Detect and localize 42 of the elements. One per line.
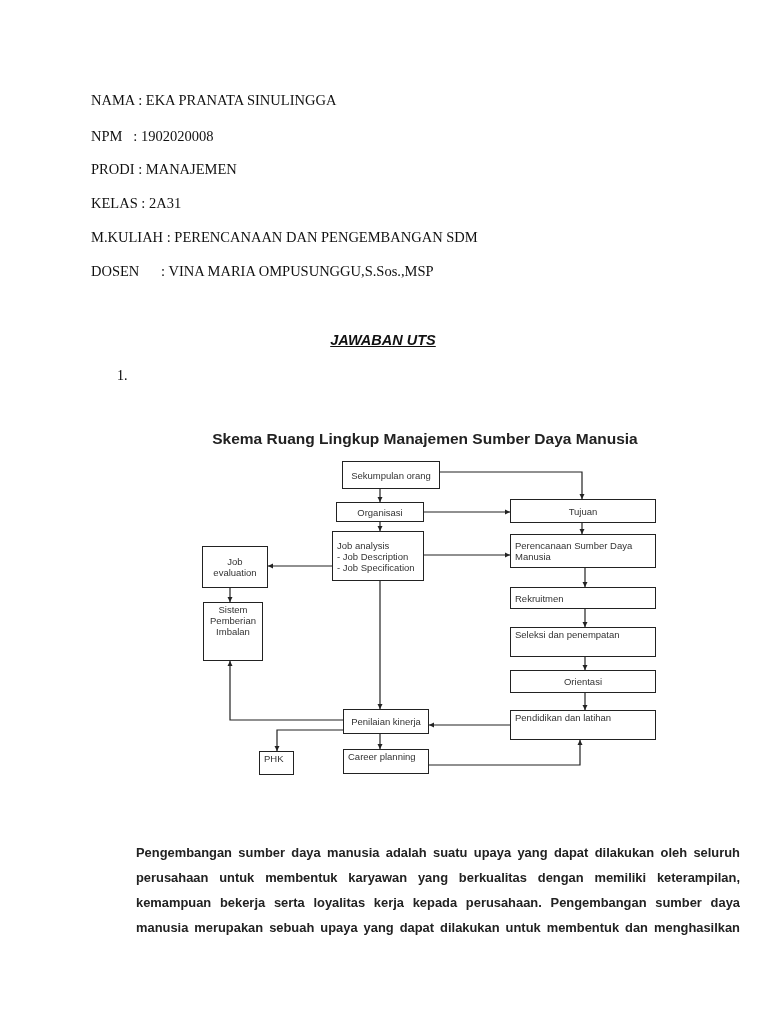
arrow: [428, 722, 511, 728]
arrow: [274, 729, 344, 752]
diagram-title: Skema Ruang Lingkup Manajemen Sumber Daya Manusia: [211, 430, 639, 448]
arrow: [579, 522, 585, 535]
list-number: 1.: [117, 368, 128, 384]
process-box: Job analysis - Job Description - Job Specification: [332, 531, 424, 581]
arrow: [377, 733, 383, 750]
arrow: [377, 580, 383, 710]
process-box: Tujuan: [510, 499, 656, 523]
header-line: KELAS : 2A31: [91, 195, 182, 212]
arrow: [423, 509, 511, 515]
header-line: M.KULIAH : PERENCANAAN DAN PENGEMBANGAN SDM: [91, 229, 478, 246]
header-line: NPM : 1902020008: [91, 128, 214, 145]
process-box: Job evaluation: [202, 546, 268, 588]
arrow: [227, 660, 344, 721]
process-box: Orientasi: [510, 670, 656, 693]
heading: JAWABAN UTS: [329, 332, 437, 348]
process-box: Rekruitmen: [510, 587, 656, 609]
process-box: Penilaian kinerja: [343, 709, 429, 734]
header-line: PRODI : MANAJEMEN: [91, 161, 237, 178]
process-box: Seleksi dan penempatan: [510, 627, 656, 657]
process-box: Sekumpulan orang: [342, 461, 440, 489]
arrow: [423, 552, 511, 558]
paragraph: Pengembangan sumber daya manusia adalah suatu upaya yang dapat dilakukan oleh seluruh perusahaan untuk membentuk karyawan yang berkualitas dengan memiliki keterampilan, kemampuan bekerja serta loyalitas kerja kepada perusahaan. Pengembangan sumber daya manusia merupakan sebuah upaya yang dapat dilakukan untuk membentuk dan menghasilkan: [136, 844, 740, 937]
arrow: [428, 739, 583, 766]
arrow: [439, 471, 585, 500]
arrow: [377, 488, 383, 503]
process-box: Organisasi: [336, 502, 424, 522]
arrow: [227, 587, 233, 603]
arrow: [582, 608, 588, 628]
arrow: [582, 692, 588, 711]
process-box: Career planning: [343, 749, 429, 774]
process-box: Sistem Pemberian Imbalan: [203, 602, 263, 661]
arrow: [582, 567, 588, 588]
arrow: [377, 521, 383, 532]
process-box: Perencanaan Sumber Daya Manusia: [510, 534, 656, 568]
header-line: DOSEN : VINA MARIA OMPUSUNGGU,S.Sos.,MSP: [91, 263, 434, 280]
process-box: Pendidikan dan latihan: [510, 710, 656, 740]
arrow: [267, 563, 333, 569]
arrow: [582, 656, 588, 671]
process-box: PHK: [259, 751, 294, 775]
header-line: NAMA : EKA PRANATA SINULINGGA: [91, 92, 337, 109]
